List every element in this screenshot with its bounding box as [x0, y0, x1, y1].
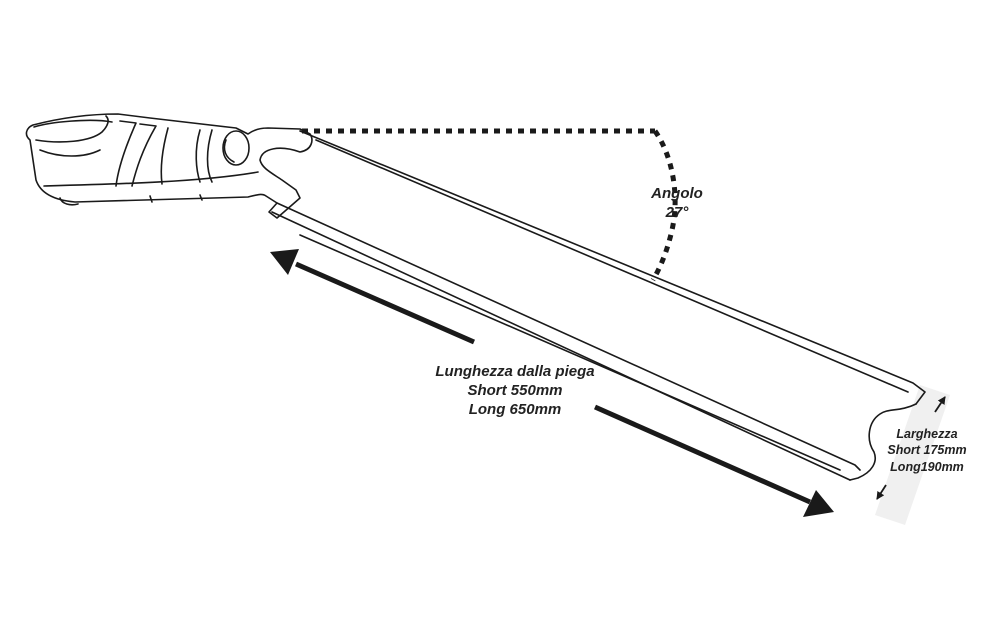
angle-title: Angolo: [651, 185, 703, 202]
length-label: Lunghezza dalla piega Short 550mm Long 6…: [410, 363, 620, 419]
blade-tip: [849, 403, 917, 481]
angle-indicator: [302, 128, 678, 282]
width-long: Long190mm: [890, 459, 964, 474]
width-short: Short 175mm: [887, 443, 967, 458]
length-title: Lunghezza dalla piega: [435, 363, 595, 380]
fin-outline: [25, 113, 926, 481]
angle-label: Angolo 27°: [622, 185, 732, 223]
length-long: Long 650mm: [468, 400, 562, 418]
length-arrow: [270, 249, 834, 517]
width-label: Larghezza Short 175mm Long190mm: [872, 426, 982, 475]
width-arrow: [876, 396, 946, 500]
blade-tip-shadow: [875, 385, 950, 525]
blade-top-edge: [299, 130, 926, 405]
width-title: Larghezza: [896, 427, 958, 441]
foot-pocket: [25, 113, 313, 219]
length-short: Short 550mm: [467, 381, 563, 399]
blade-bottom-edge: [276, 202, 861, 471]
angle-value: 27°: [665, 203, 689, 221]
